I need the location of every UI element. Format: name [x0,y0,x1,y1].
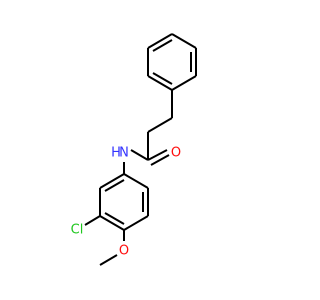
bond [171,75,197,91]
bond [130,149,149,161]
bond [99,215,125,231]
bond [104,179,125,192]
bond [104,212,125,225]
atom-label-layer: N H O Cl O [71,146,181,259]
bond [147,117,173,133]
bond [123,215,149,231]
bond [152,72,173,85]
carbonyl-oxygen-atom-label: O [171,146,181,161]
nitrogen-atom-label: N [119,146,129,161]
bond [147,33,173,49]
hydrogen-atom-label: H [111,146,121,161]
bond [152,39,173,52]
bond [123,173,149,189]
bond [171,33,197,49]
methoxy-oxygen-atom-label: O [119,244,129,259]
bond [147,149,168,161]
bond [147,75,173,91]
bond [84,215,101,226]
bond-layer [84,33,197,266]
chlorine-atom-label: Cl [71,223,84,238]
bond [99,254,118,266]
bond [99,173,125,189]
bond [150,154,170,166]
chemical-structure-diagram: N H O Cl O [71,33,197,266]
